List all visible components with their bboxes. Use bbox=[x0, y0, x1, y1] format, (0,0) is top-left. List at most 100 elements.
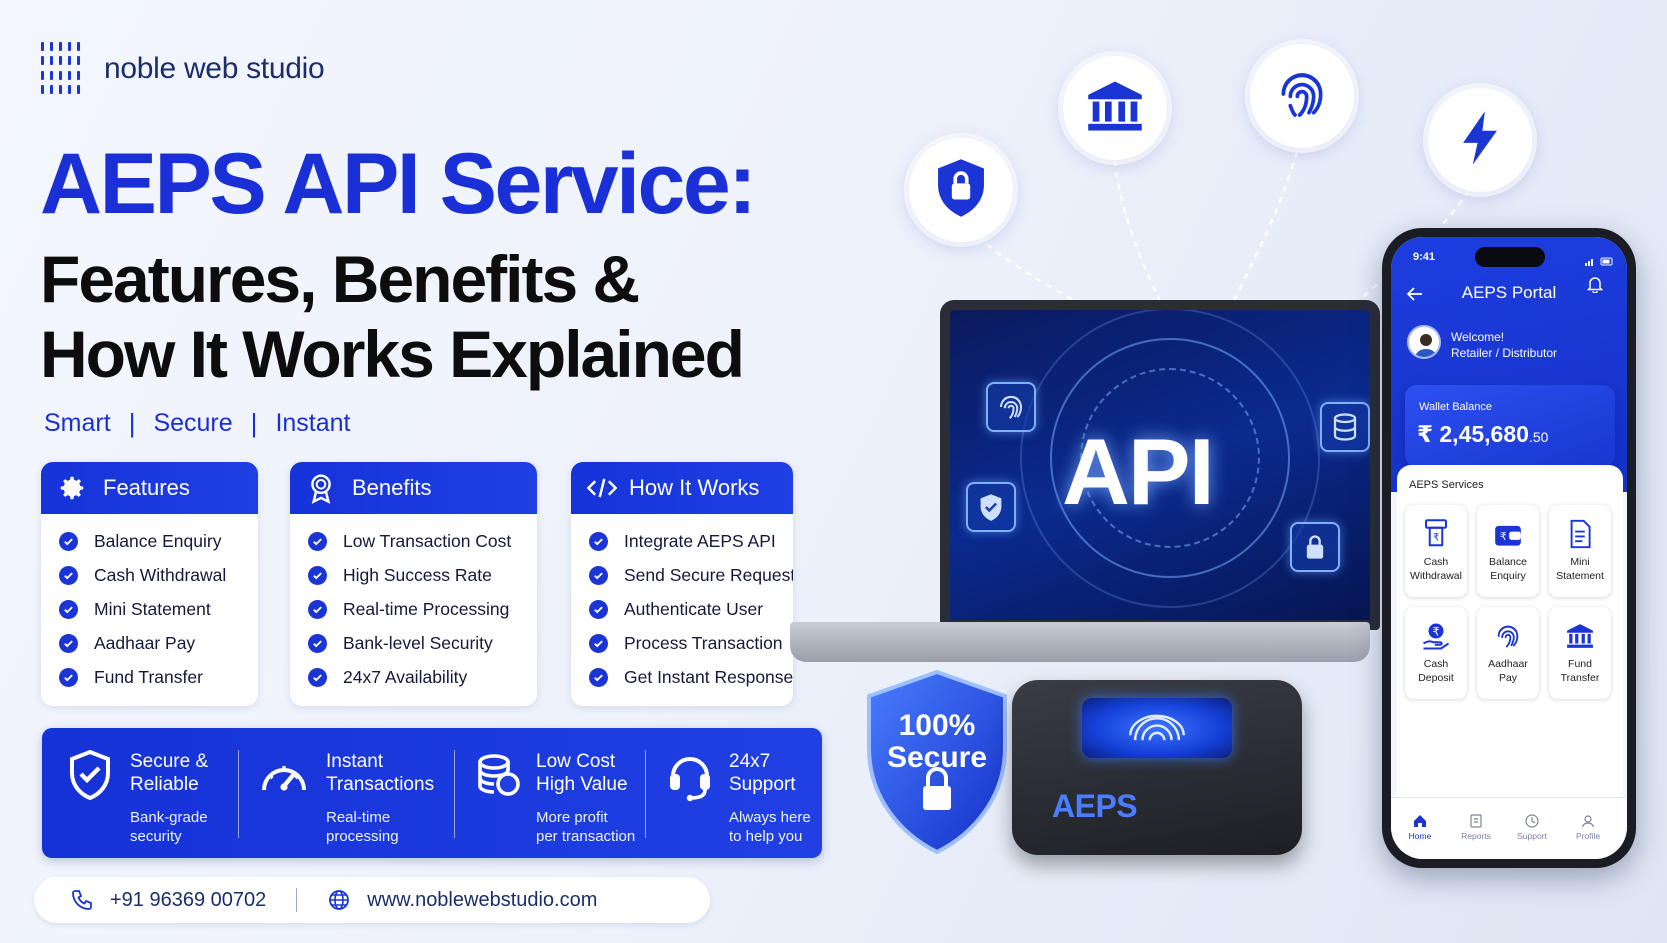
phone-mockup: 9:41 AEPS Portal Welcome! Retailer / Dis… bbox=[1382, 228, 1636, 868]
check-icon bbox=[59, 599, 78, 619]
brand-logo-icon bbox=[41, 42, 85, 94]
fingerprint-icon bbox=[1493, 619, 1523, 653]
lightning-icon bbox=[1460, 109, 1500, 172]
wallet-card[interactable]: Wallet Balance ₹ 2,45,680.50 bbox=[1405, 385, 1615, 467]
how-it-works-card-header: How It Works bbox=[571, 462, 793, 514]
tab-support[interactable]: Support bbox=[1507, 814, 1557, 841]
clock-icon bbox=[1525, 814, 1539, 828]
wallet-label: Wallet Balance bbox=[1419, 401, 1492, 413]
tab-home[interactable]: Home bbox=[1395, 814, 1445, 841]
bank-icon bbox=[1086, 79, 1144, 138]
headline-subtitle-line2: How It Works Explained bbox=[40, 317, 745, 391]
check-icon bbox=[59, 667, 78, 687]
report-icon bbox=[1469, 814, 1483, 828]
bank-icon bbox=[1565, 619, 1595, 653]
list-item: Balance Enquiry bbox=[59, 524, 258, 558]
list-item: Bank-level Security bbox=[308, 626, 537, 660]
check-icon bbox=[589, 633, 608, 653]
coins-icon bbox=[476, 752, 520, 805]
bell-icon[interactable] bbox=[1586, 275, 1604, 298]
benefits-card-title: Benefits bbox=[352, 475, 432, 500]
check-icon bbox=[589, 531, 608, 551]
check-icon bbox=[589, 565, 608, 585]
tagline-item: Smart bbox=[44, 409, 111, 437]
list-item: Integrate AEPS API bbox=[589, 524, 793, 558]
shield-check-icon bbox=[66, 748, 114, 807]
benefits-card: Benefits Low Transaction Cost High Succe… bbox=[290, 462, 537, 706]
list-item: Real-time Processing bbox=[308, 592, 537, 626]
list-item: Fund Transfer bbox=[59, 660, 258, 694]
wallet-icon: ₹ bbox=[1493, 517, 1523, 551]
database-icon bbox=[1320, 402, 1370, 452]
document-icon bbox=[1565, 517, 1595, 551]
check-icon bbox=[59, 633, 78, 653]
how-it-works-card: How It Works Integrate AEPS API Send Sec… bbox=[571, 462, 793, 706]
tab-reports[interactable]: Reports bbox=[1451, 814, 1501, 841]
welcome-text: Welcome! Retailer / Distributor bbox=[1451, 330, 1558, 360]
laptop-base bbox=[790, 622, 1370, 662]
fingerprint-icon bbox=[986, 382, 1036, 432]
back-arrow-icon[interactable] bbox=[1406, 287, 1423, 306]
padlock-icon bbox=[1290, 522, 1340, 572]
tagline-item: Secure bbox=[153, 409, 233, 437]
tagline: Smart | Secure | Instant bbox=[44, 408, 351, 438]
list-item: High Success Rate bbox=[308, 558, 537, 592]
check-icon bbox=[589, 667, 608, 687]
shield-check-icon bbox=[966, 482, 1016, 532]
brand-name: noble web studio bbox=[104, 52, 325, 85]
fingerprint-icon bbox=[1274, 65, 1330, 128]
laptop-screen: API bbox=[940, 300, 1380, 630]
check-icon bbox=[308, 633, 327, 653]
check-icon bbox=[308, 531, 327, 551]
phone-tab-bar: Home Reports Support Profile bbox=[1391, 797, 1627, 859]
check-icon bbox=[308, 565, 327, 585]
features-card: Features Balance Enquiry Cash Withdrawal… bbox=[41, 462, 258, 706]
fingerprint-scanner bbox=[1082, 698, 1232, 758]
api-label: API bbox=[1062, 419, 1215, 524]
list-item: Get Instant Response bbox=[589, 660, 793, 694]
check-icon bbox=[308, 599, 327, 619]
node-lightning bbox=[1428, 88, 1532, 192]
headline-subtitle-line1: Features, Benefits & bbox=[40, 242, 640, 316]
svg-text:₹: ₹ bbox=[1432, 625, 1439, 638]
list-item: Process Transaction bbox=[589, 626, 793, 660]
speedometer-icon bbox=[258, 754, 310, 803]
node-bank bbox=[1063, 56, 1167, 160]
svg-text:₹: ₹ bbox=[1500, 531, 1507, 543]
svg-text:₹: ₹ bbox=[1433, 532, 1439, 543]
check-icon bbox=[589, 599, 608, 619]
how-it-works-card-title: How It Works bbox=[629, 475, 760, 500]
list-item: Low Transaction Cost bbox=[308, 524, 537, 558]
node-fingerprint bbox=[1250, 44, 1354, 148]
check-icon bbox=[308, 667, 327, 687]
shield-text: 100% Secure bbox=[886, 709, 988, 774]
contact-website[interactable]: www.noblewebstudio.com bbox=[367, 888, 598, 911]
signal-icon bbox=[1585, 253, 1613, 271]
gear-icon bbox=[55, 471, 89, 505]
list-item: Send Secure Request bbox=[589, 558, 793, 592]
globe-icon bbox=[327, 888, 351, 912]
aeps-biometric-device: AEPS bbox=[1012, 680, 1302, 855]
features-card-title: Features bbox=[103, 475, 190, 500]
status-time: 9:41 bbox=[1413, 251, 1436, 263]
list-item: Mini Statement bbox=[59, 592, 258, 626]
check-icon bbox=[59, 531, 78, 551]
phone-app-title: AEPS Portal bbox=[1461, 283, 1557, 302]
award-icon bbox=[304, 471, 338, 505]
headline-title: AEPS API Service: bbox=[40, 136, 757, 232]
atm-icon: ₹ bbox=[1421, 517, 1451, 551]
tab-profile[interactable]: Profile bbox=[1563, 814, 1613, 841]
contact-phone[interactable]: +91 96369 00702 bbox=[110, 888, 267, 911]
